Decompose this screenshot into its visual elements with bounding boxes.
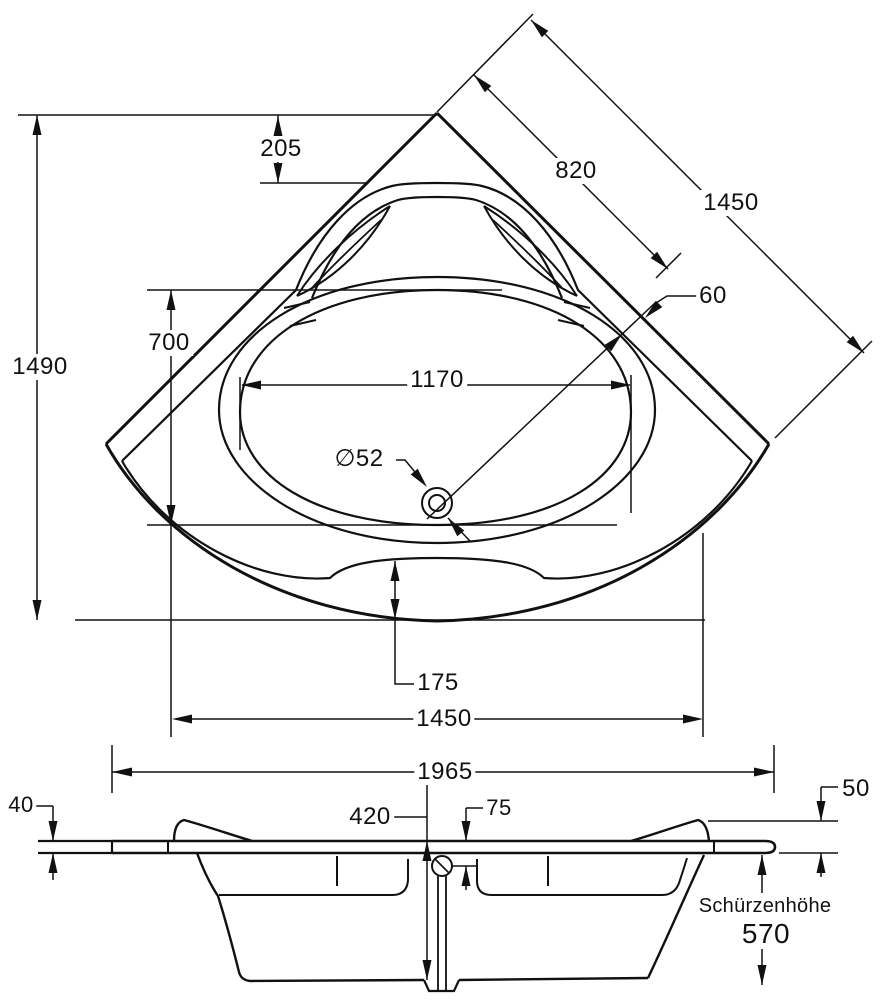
dim-front-recess-label: 175 [414, 670, 462, 696]
top-view-arrowheads [32, 20, 864, 777]
dim-side-length-label: 1450 [700, 190, 762, 216]
dim-headrest-rise-label: 50 [839, 776, 873, 802]
dim-drain-offset-label: 75 [483, 796, 515, 820]
dim-drain-diameter-label: ∅52 [331, 446, 387, 472]
dim-total-height-label: 1490 [9, 354, 71, 380]
dim-rim-thickness-label: 40 [5, 793, 37, 817]
side-view-dimension-lines [36, 783, 838, 985]
dim-rim-width-label: 60 [696, 283, 730, 309]
dim-basin-width-label: 1170 [407, 367, 467, 393]
dim-corner-offset-label: 205 [257, 136, 305, 162]
dim-depth-label: 420 [346, 804, 394, 830]
apron-caption-label: Schürzenhöhe [695, 895, 835, 917]
dim-inner-diagonal-label: 820 [552, 158, 600, 184]
apron-height-label: 570 [738, 919, 794, 949]
dim-overall-width-label: 1965 [414, 759, 476, 785]
side-view-arrowheads [48, 801, 826, 985]
side-view-drain [431, 855, 453, 877]
dim-basin-length-label: 700 [145, 330, 193, 356]
dim-bottom-width-label: 1450 [413, 706, 475, 732]
top-view-drain [421, 487, 453, 519]
side-view-tub-outline [38, 818, 777, 993]
